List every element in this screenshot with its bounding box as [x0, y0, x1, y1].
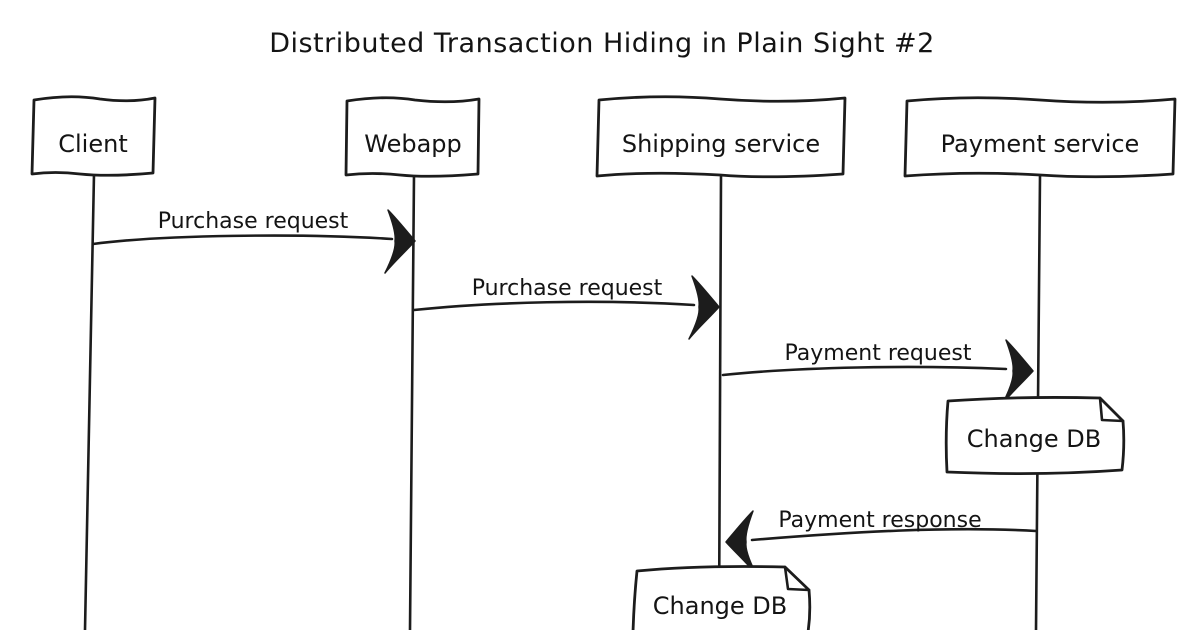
note-box — [944, 396, 1126, 475]
arrowhead-right-icon — [688, 275, 720, 340]
actor-payment-service: Payment service — [903, 96, 1177, 179]
message-payment-request: Payment request — [721, 339, 1034, 404]
message-label: Payment response — [778, 508, 981, 533]
message-line — [412, 300, 696, 312]
lifeline-webapp — [408, 173, 416, 630]
actor-client: Client — [30, 95, 157, 177]
message-line — [721, 365, 1008, 377]
actor-webapp: Webapp — [344, 96, 481, 178]
actor-label: Payment service — [941, 130, 1140, 158]
message-label: Purchase request — [158, 209, 349, 234]
lifeline-client — [83, 172, 96, 630]
actor-label: Client — [58, 130, 127, 158]
actor-label: Webapp — [364, 130, 462, 158]
note-fold-icon — [1098, 396, 1125, 423]
note-box — [631, 565, 812, 630]
lifeline-shipping-service — [717, 174, 723, 630]
diagram-title: Distributed Transaction Hiding in Plain … — [269, 28, 935, 59]
actor-box — [344, 96, 481, 178]
note-change-db-payment: Change DB — [944, 396, 1126, 475]
message-purchase-request-2: Purchase request — [412, 275, 720, 340]
actor-box — [30, 95, 157, 177]
actor-shipping-service: Shipping service — [595, 95, 847, 179]
message-line — [91, 234, 394, 246]
actor-box — [903, 96, 1177, 179]
note-change-db-shipping: Change DB — [631, 565, 812, 630]
actor-label: Shipping service — [622, 130, 820, 158]
message-label: Payment request — [785, 341, 972, 366]
note-label: Change DB — [967, 425, 1101, 453]
arrowhead-right-icon — [1002, 339, 1034, 404]
message-label: Purchase request — [472, 276, 663, 301]
message-payment-response: Payment response — [725, 508, 1038, 575]
arrowhead-right-icon — [384, 209, 416, 274]
note-fold-icon — [783, 565, 811, 592]
note-label: Change DB — [653, 592, 787, 620]
actor-box — [595, 95, 847, 179]
arrowhead-left-icon — [725, 510, 757, 575]
message-purchase-request-1: Purchase request — [91, 209, 416, 274]
message-line — [750, 527, 1038, 542]
